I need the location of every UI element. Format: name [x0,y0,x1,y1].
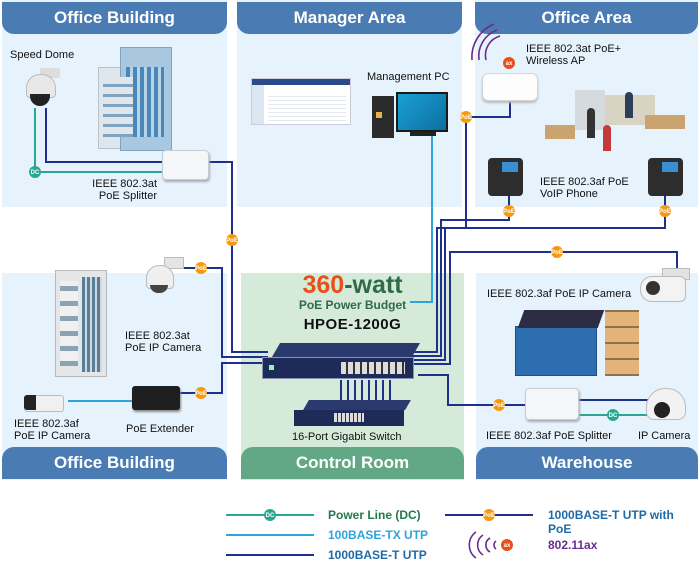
speed-dome-camera [26,68,60,108]
poe-badge-poe-extender: PoE [195,387,207,399]
poe-badge-warehouse-camera: PoE [551,246,563,258]
16-port-gigabit-switch [294,400,411,428]
poe-badge-voip-phone-2: PoE [659,205,671,217]
label-poe-ip-camera-af-line2: PoE IP Camera [14,430,91,442]
zone-title-control-room: Control Room [241,447,464,479]
legend-ax-badge: ax [501,539,513,551]
legend-power-line: Power Line (DC) [328,508,421,522]
dc-badge-speed-dome: DC [29,166,41,178]
power-budget-headline: 360-watt [240,272,465,298]
label-poe-ip-camera-af: IEEE 802.3af PoE IP Camera [14,418,90,442]
web-management-screenshot [251,78,351,125]
legend-gigabit-poe: 1000BASE-T UTP with PoE [548,508,674,536]
gigabit-line-speed-dome [45,108,178,163]
legend-dc-badge: DC [264,509,276,521]
label-management-pc: Management PC [367,71,450,83]
svg-text:PoE: PoE [226,238,238,244]
management-pc-illustration [372,88,448,143]
voip-phone-1 [488,158,523,196]
svg-text:DC: DC [609,413,618,419]
switch-model-name: HPOE-1200G [303,316,402,333]
label-wireless-ap-line1: IEEE 802.3at PoE+ [526,43,622,55]
poe-badge-ip-camera-at: PoE [195,262,207,274]
label-poe-ip-camera-at: IEEE 802.3at PoE IP Camera [125,330,201,354]
label-poe-extender: PoE Extender [126,423,194,435]
label-wireless-ap: IEEE 802.3at PoE+ Wireless AP [526,43,621,67]
legend-wifi: 802.11ax [548,538,598,552]
svg-text:PoE: PoE [493,403,505,409]
svg-text:DC: DC [31,170,40,176]
hpoe-1200g-switch [262,343,421,379]
poe-splitter-office [162,150,209,180]
bullet-ip-camera-af [24,390,70,412]
residential-tower-building [55,270,107,377]
dome-ip-camera [646,388,686,424]
svg-text:DC: DC [266,513,275,519]
zone-title-manager-area: Manager Area [237,2,462,34]
label-poe-splitter-at: IEEE 802.3at PoE Splitter [80,178,157,202]
label-poe-splitter-at-line1: IEEE 802.3at [92,178,157,190]
zone-title-office-building-top: Office Building [2,2,227,34]
office-tower-building [98,47,173,152]
warehouse-poe-splitter [525,388,579,420]
label-poe-ip-camera-at-line1: IEEE 802.3at [125,330,190,342]
zone-title-warehouse: Warehouse [476,447,698,479]
power-budget-value: 360 [302,271,345,299]
ax-badge-wireless-ap: ax [503,57,515,69]
legend-wifi-waves [468,531,497,559]
svg-text:PoE: PoE [460,115,472,121]
svg-text:PoE: PoE [195,391,207,397]
svg-text:ax: ax [504,543,511,549]
office-workers-illustration [545,80,695,155]
svg-text:PoE: PoE [483,513,495,519]
switch-power-budget-block: 360-watt PoE Power Budget HPOE-1200G [240,272,465,336]
poe-extender-device [132,386,180,410]
poe-line-warehouse-splitter [418,374,525,406]
warehouse-camera [640,268,695,304]
switch-uplinks [340,380,391,400]
poe-line-office-splitter [205,161,268,353]
power-budget-unit: -watt [344,271,403,299]
ptz-ip-camera-at [146,257,184,297]
zone-title-office-building-bottom: Office Building [2,447,227,479]
zone-title-office-area: Office Area [475,2,698,34]
label-warehouse-splitter: IEEE 802.3af PoE Splitter [486,430,612,442]
label-voip-phone-line1: IEEE 802.3af PoE [540,176,629,188]
label-ip-camera: IP Camera [638,430,691,442]
label-speed-dome: Speed Dome [10,49,75,61]
fast-ethernet-line-management-pc [410,125,433,303]
label-wireless-ap-line2: Wireless AP [526,55,586,67]
poe-badge-wireless-ap: PoE [460,111,472,123]
voip-phone-2 [648,158,683,196]
poe-line-warehouse-camera [412,251,678,365]
legend-poe-badge: PoE [483,509,495,521]
legend-fast-ethernet: 100BASE-TX UTP [328,528,429,542]
svg-text:ax: ax [506,61,513,67]
power-budget-caption: PoE Power Budget [298,298,407,312]
label-voip-phone-line2: VoIP Phone [540,188,598,200]
dc-badge-ip-camera: DC [607,409,619,421]
legend-gigabit: 1000BASE-T UTP [328,548,427,562]
label-poe-ip-camera-at-line2: PoE IP Camera [125,342,202,354]
wireless-ap-device [482,73,538,101]
warehouse-building [515,310,640,380]
poe-badge-warehouse-splitter: PoE [493,399,505,411]
label-gigabit-switch: 16-Port Gigabit Switch [292,431,402,443]
label-voip-phone: IEEE 802.3af PoE VoIP Phone [540,176,629,200]
svg-text:PoE: PoE [551,250,563,256]
label-poe-ip-camera-af-line1: IEEE 802.3af [14,418,79,430]
svg-text:PoE: PoE [503,209,515,215]
label-warehouse-camera: IEEE 802.3af PoE IP Camera [487,288,632,300]
poe-badge-voip-phone-1: PoE [503,205,515,217]
zone-warehouse [476,273,698,480]
svg-text:PoE: PoE [195,266,207,272]
label-poe-splitter-at-line2: PoE Splitter [98,190,157,202]
poe-badge-office-splitter: PoE [226,234,238,246]
svg-text:PoE: PoE [659,209,671,215]
zone-office-building-bottom [2,273,227,480]
wifi-waves-ap [471,23,501,61]
